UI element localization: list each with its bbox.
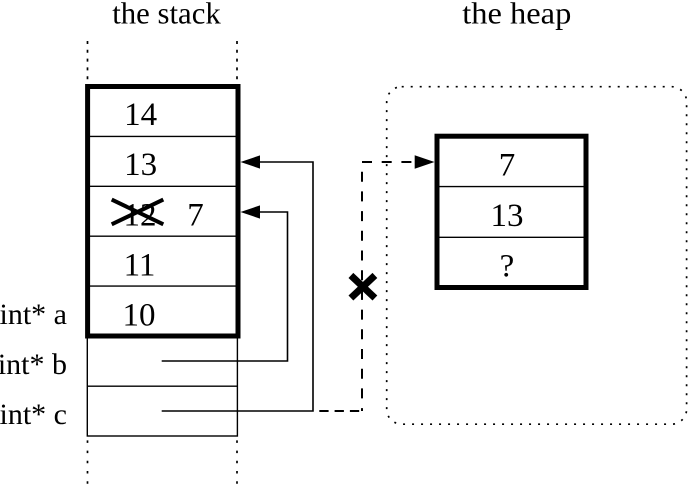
svg-text:13: 13 [491, 198, 524, 234]
svg-text:int* b: int* b [0, 348, 67, 381]
svg-text:7: 7 [187, 197, 204, 233]
svg-text:14: 14 [124, 97, 157, 133]
svg-text:int* c: int* c [0, 398, 67, 431]
svg-text:int* a: int* a [0, 298, 67, 331]
svg-text:13: 13 [124, 147, 157, 183]
svg-text:7: 7 [499, 147, 516, 183]
svg-text:the stack: the stack [112, 0, 221, 31]
svg-text:10: 10 [123, 297, 156, 333]
svg-text:?: ? [500, 249, 515, 285]
svg-text:11: 11 [124, 247, 156, 283]
svg-text:the heap: the heap [462, 0, 571, 31]
